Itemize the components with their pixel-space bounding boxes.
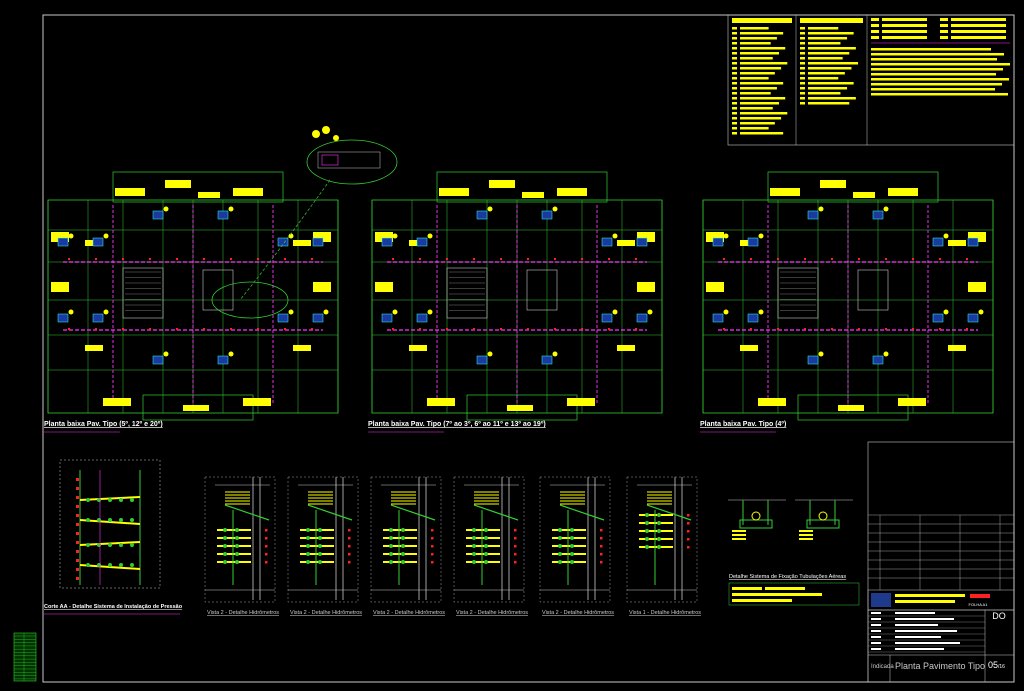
hydrometer-detail-1[interactable]: Vista 2 - Detalhe Hidrômetros — [204, 476, 279, 616]
hydrometer-detail-label-3: Vista 2 - Detalhe Hidrômetros — [373, 610, 445, 616]
fixation-notes — [728, 582, 860, 606]
hydrometer-detail-label-2: Vista 2 - Detalhe Hidrômetros — [290, 610, 362, 616]
sheet-number: 05/16 — [988, 660, 1005, 670]
drawing-title: Planta Pavimento Tipo — [895, 661, 985, 671]
plan-title-2: Planta baixa Pav. Tipo (7º ao 3º, 6º ao … — [368, 421, 546, 428]
notes-legend-block — [727, 14, 1015, 146]
company-logo — [871, 593, 891, 607]
fixation-detail[interactable] — [728, 499, 853, 540]
floor-plan-1[interactable] — [47, 171, 339, 421]
fixation-label: Detalhe Sistema de Fixação Tubulações Aé… — [729, 574, 846, 580]
code-text: DO — [992, 611, 1006, 621]
title-block: DO FOLHA A1 Indicada Planta Pavimento Ti… — [867, 441, 1015, 683]
hydrometer-detail-3[interactable]: Vista 2 - Detalhe Hidrômetros — [370, 476, 445, 616]
sheet-frame — [42, 14, 1015, 683]
hydrometer-detail-label-4: Vista 2 - Detalhe Hidrômetros — [456, 610, 528, 616]
plan-title-3: Planta baixa Pav. Tipo (4º) — [700, 421, 786, 428]
hydrometer-detail-5[interactable]: Vista 2 - Detalhe Hidrômetros — [539, 476, 614, 616]
format-text: FOLHA A1 — [969, 602, 989, 607]
hydrometer-detail-label-6: Vista 1 - Detalhe Hidrômetros — [629, 610, 701, 616]
floor-plan-2[interactable] — [371, 171, 663, 421]
left-margin-strip — [13, 632, 37, 682]
hydrometer-detail-4[interactable]: Vista 2 - Detalhe Hidrômetros — [453, 476, 528, 616]
hydrometer-detail-label-1: Vista 2 - Detalhe Hidrômetros — [207, 610, 279, 616]
section-aa-detail[interactable] — [59, 459, 161, 589]
plan-title-1: Planta baixa Pav. Tipo (5º, 12º e 20º) — [44, 421, 163, 428]
floor-plan-3[interactable] — [702, 171, 994, 421]
section-aa-label: Corte AA - Detalhe Sistema de Instalação… — [44, 604, 183, 610]
scale-text: Indicada — [871, 664, 894, 670]
hydrometer-detail-6[interactable]: Vista 1 - Detalhe Hidrômetros — [626, 476, 701, 616]
hydrometer-detail-2[interactable]: Vista 2 - Detalhe Hidrômetros — [287, 476, 362, 616]
callout-detail-ellipse[interactable] — [211, 126, 398, 319]
hydrometer-detail-label-5: Vista 2 - Detalhe Hidrômetros — [542, 610, 614, 616]
